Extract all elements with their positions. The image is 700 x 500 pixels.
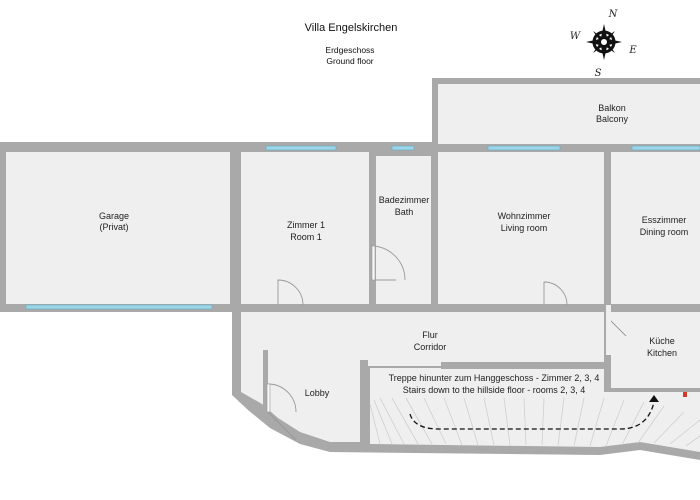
label-balcony-de: Balkon	[598, 103, 626, 113]
stair-arrow-head	[649, 395, 659, 402]
label-kitchen-en: Kitchen	[647, 348, 677, 358]
compass-north: N	[608, 9, 619, 20]
marker-dot	[683, 392, 687, 397]
door-room1	[277, 279, 304, 306]
kitchen-floor	[611, 312, 700, 388]
stair-wall	[360, 360, 368, 444]
label-corridor-en: Corridor	[414, 342, 447, 352]
window-dining	[631, 145, 700, 151]
corridor-floor	[241, 312, 604, 442]
label-corridor-de: Flur	[422, 330, 438, 340]
stair-treads	[369, 397, 700, 447]
compass-icon	[586, 24, 622, 60]
window-living	[487, 145, 561, 151]
label-kitchen-de: Küche	[649, 336, 675, 346]
stair-direction-arrow	[409, 401, 655, 430]
plan-title: Villa Engelskirchen	[305, 22, 398, 34]
window-garage	[25, 304, 213, 310]
doorway-kitchen	[606, 305, 611, 355]
dining-floor	[611, 152, 700, 304]
door-lobby-leaf	[266, 383, 271, 413]
bath-floor	[376, 156, 431, 304]
window-room1	[265, 145, 337, 151]
label-living-de: Wohnzimmer	[498, 211, 551, 221]
compass-east: E	[628, 45, 637, 56]
label-room1-en: Room 1	[290, 232, 322, 242]
floor-name-de: Erdgeschoss	[325, 45, 374, 55]
label-stairs-de: Treppe hinunter zum Hanggeschoss - Zimme…	[389, 373, 600, 383]
label-dining-de: Esszimmer	[642, 215, 687, 225]
garage-floor	[6, 152, 230, 304]
label-bath-de: Badezimmer	[379, 195, 430, 205]
door-lobby	[267, 383, 297, 441]
door-bath-leaf	[371, 245, 376, 281]
label-stairs-en: Stairs down to the hillside floor - room…	[403, 385, 586, 395]
living-floor	[438, 152, 604, 304]
label-living-en: Living room	[501, 223, 548, 233]
label-lobby: Lobby	[305, 388, 330, 398]
label-room1-de: Zimmer 1	[287, 220, 325, 230]
label-garage-de: Garage	[99, 211, 129, 221]
label-dining-en: Dining room	[640, 227, 689, 237]
label-bath-en: Bath	[395, 207, 414, 217]
lobby-wall	[263, 350, 268, 412]
compass-south: S	[595, 68, 602, 79]
window-bath	[391, 145, 415, 151]
floor-name-en: Ground floor	[326, 56, 373, 66]
label-garage-en: (Privat)	[100, 222, 129, 232]
stairs-floor	[370, 368, 700, 452]
room1-floor	[241, 152, 369, 304]
door-living	[543, 281, 568, 306]
label-balcony-en: Balcony	[596, 114, 629, 124]
compass-west: W	[570, 31, 581, 42]
balcony-floor	[438, 84, 700, 144]
